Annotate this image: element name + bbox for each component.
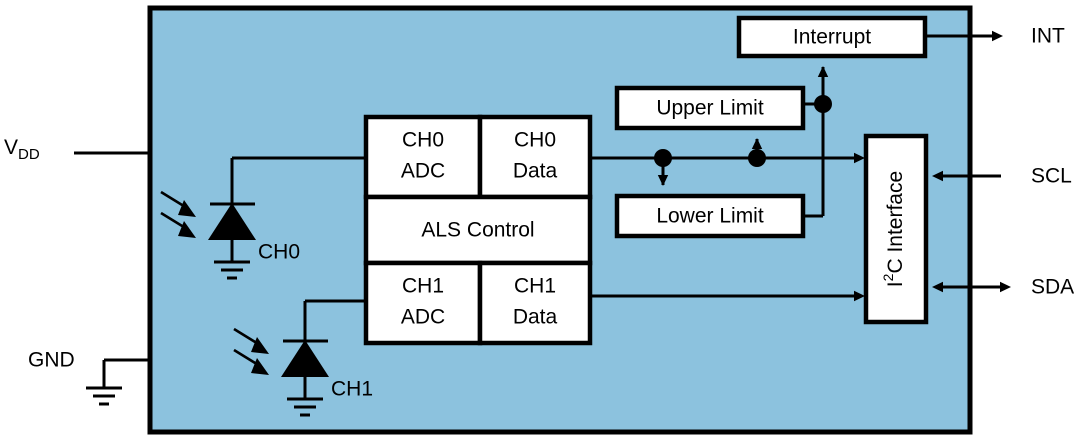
pin-int: INT	[925, 25, 1065, 48]
pin-vdd-subscript: DD	[18, 146, 40, 163]
photodiode-ch1: CH1	[233, 299, 373, 417]
core-block-group: CH0 ADC CH0 Data ALS Control CH1 ADC	[363, 114, 593, 346]
incident-light-arrow-icon-ch0	[160, 190, 196, 238]
block-ch1-adc[interactable]: CH1 ADC	[363, 260, 483, 346]
block-als-control-label: ALS Control	[421, 219, 534, 242]
block-ch0-data-line1: CH0	[514, 129, 556, 152]
block-interrupt-label: Interrupt	[793, 26, 871, 49]
block-upper-limit[interactable]: Upper Limit	[614, 85, 806, 131]
junction-dot-lower-limit	[654, 149, 672, 186]
pin-int-label: INT	[1031, 25, 1065, 48]
block-i2c-label-pre: I	[884, 281, 907, 287]
block-als-control[interactable]: ALS Control	[363, 194, 593, 266]
block-ch1-data[interactable]: CH1 Data	[477, 260, 593, 346]
incident-light-arrow-icon-ch1	[233, 327, 269, 375]
block-ch0-data-line2: Data	[513, 160, 558, 183]
pin-scl: SCL	[932, 165, 1072, 188]
pin-scl-label: SCL	[1031, 165, 1072, 188]
ground-icon-ch0	[214, 260, 250, 280]
block-ch1-data-line2: Data	[513, 306, 558, 329]
photodiode-ch0: CH0	[160, 156, 366, 280]
junction-dot-upper-limit	[748, 138, 766, 167]
pin-sda: SDA	[932, 276, 1074, 299]
photodiode-ch1-label: CH1	[331, 378, 373, 401]
photodiode-ch0-label: CH0	[258, 241, 300, 264]
block-lower-limit[interactable]: Lower Limit	[614, 193, 806, 239]
block-i2c-label-sup: 2	[880, 273, 896, 281]
block-lower-limit-label: Lower Limit	[656, 205, 764, 228]
block-ch1-data-line1: CH1	[514, 275, 556, 298]
pin-gnd-label: GND	[28, 349, 75, 372]
ground-icon-ch1	[287, 397, 323, 417]
block-i2c-label-post: C Interface	[884, 171, 907, 274]
block-upper-limit-label: Upper Limit	[656, 97, 764, 120]
junction-dot-interrupt	[814, 95, 832, 113]
pin-vdd: VDD	[4, 136, 150, 163]
block-ch1-adc-line2: ADC	[401, 306, 445, 329]
ground-icon-gnd	[86, 386, 122, 406]
svg-text:I2C Interface: I2C Interface	[880, 171, 907, 287]
block-ch0-adc-line1: CH0	[402, 129, 444, 152]
wire-limits-to-interrupt	[803, 66, 832, 218]
block-ch0-data[interactable]: CH0 Data	[477, 114, 593, 200]
pin-vdd-label: V	[4, 136, 18, 159]
block-interrupt[interactable]: Interrupt	[736, 15, 928, 59]
block-ch0-adc[interactable]: CH0 ADC	[363, 114, 483, 200]
pin-gnd: GND	[28, 349, 150, 406]
block-ch0-adc-line2: ADC	[401, 160, 445, 183]
pin-sda-label: SDA	[1031, 276, 1074, 299]
block-ch1-adc-line1: CH1	[402, 275, 444, 298]
block-i2c-interface[interactable]: I2C Interface	[863, 133, 929, 325]
svg-text:VDD: VDD	[4, 136, 40, 163]
